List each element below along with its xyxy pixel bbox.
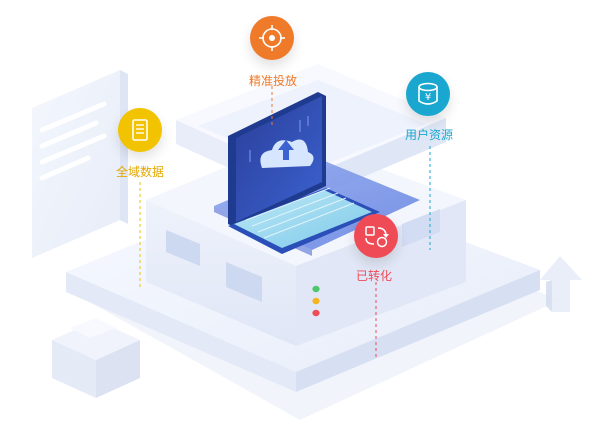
feature-data-icon [118,108,162,152]
feature-users-label: 用户资源 [405,128,454,142]
cloud-upload-icon [260,139,314,168]
database-yen-icon: ¥ [418,82,438,105]
laptop-illustration [228,92,380,254]
status-lights [312,285,320,317]
exchange-icon [365,226,389,248]
feature-targeting-label: 精准投放 [249,74,298,88]
status-light [312,285,320,293]
feature-targeting-icon [250,16,294,60]
background-document [32,70,128,258]
status-light [312,309,320,317]
feature-data-label: 全域数据 [116,165,165,179]
up-arrow-icon [540,256,582,312]
status-light [312,297,320,305]
target-icon [259,25,285,51]
feature-converted-icon [354,214,398,258]
feature-converted-label: 已转化 [356,269,393,283]
svg-text:¥: ¥ [425,92,431,103]
document-list-icon [132,119,148,141]
decor-cube [52,318,140,398]
feature-users-icon: ¥ [406,72,450,116]
